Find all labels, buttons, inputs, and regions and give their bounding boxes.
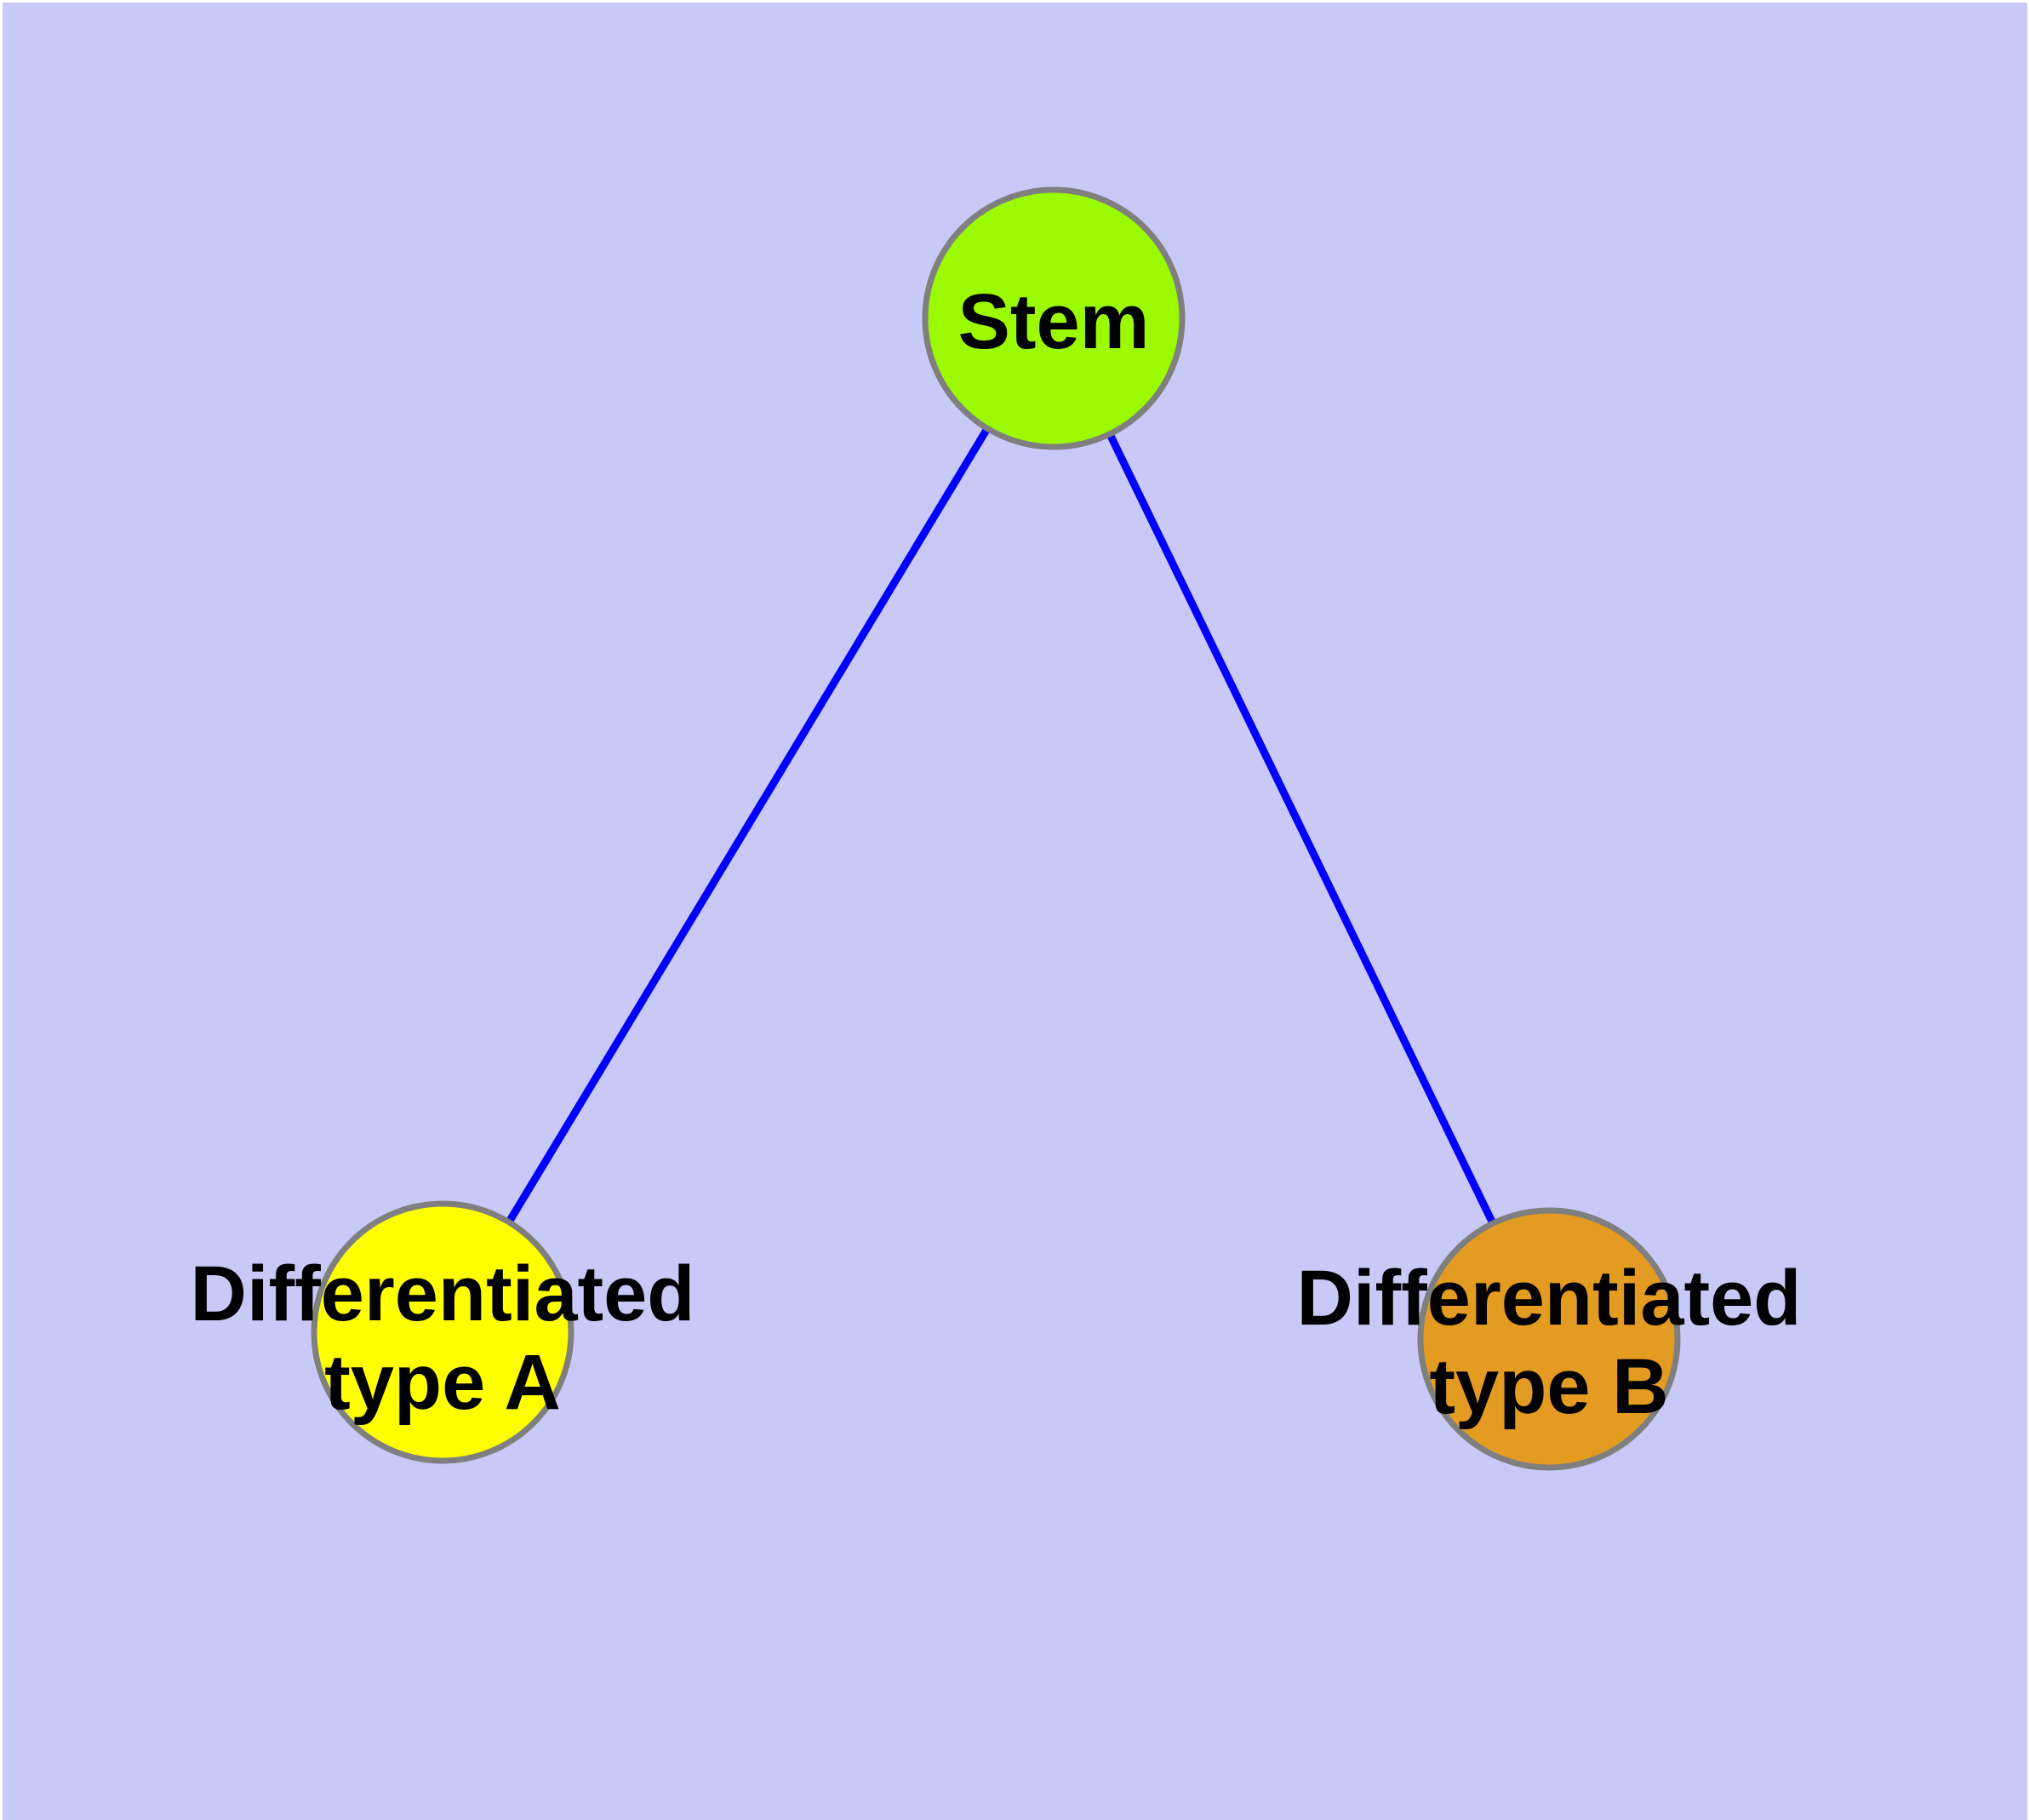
edge-stem-to-type-a xyxy=(439,316,1057,1335)
node-stem-label: Stem xyxy=(958,278,1150,365)
edge-stem-to-type-b xyxy=(1049,317,1553,1341)
node-type-a-label-line2: type A xyxy=(324,1339,561,1426)
node-type-b-label-line2: type B xyxy=(1429,1343,1668,1430)
node-type-a-label-line1: Differentiated xyxy=(191,1251,695,1337)
node-differentiated-type-b xyxy=(1417,1207,1681,1471)
node-differentiated-type-a xyxy=(311,1200,574,1464)
node-type-b-label-line1: Differentiated xyxy=(1297,1255,1802,1342)
node-stem xyxy=(922,186,1186,450)
